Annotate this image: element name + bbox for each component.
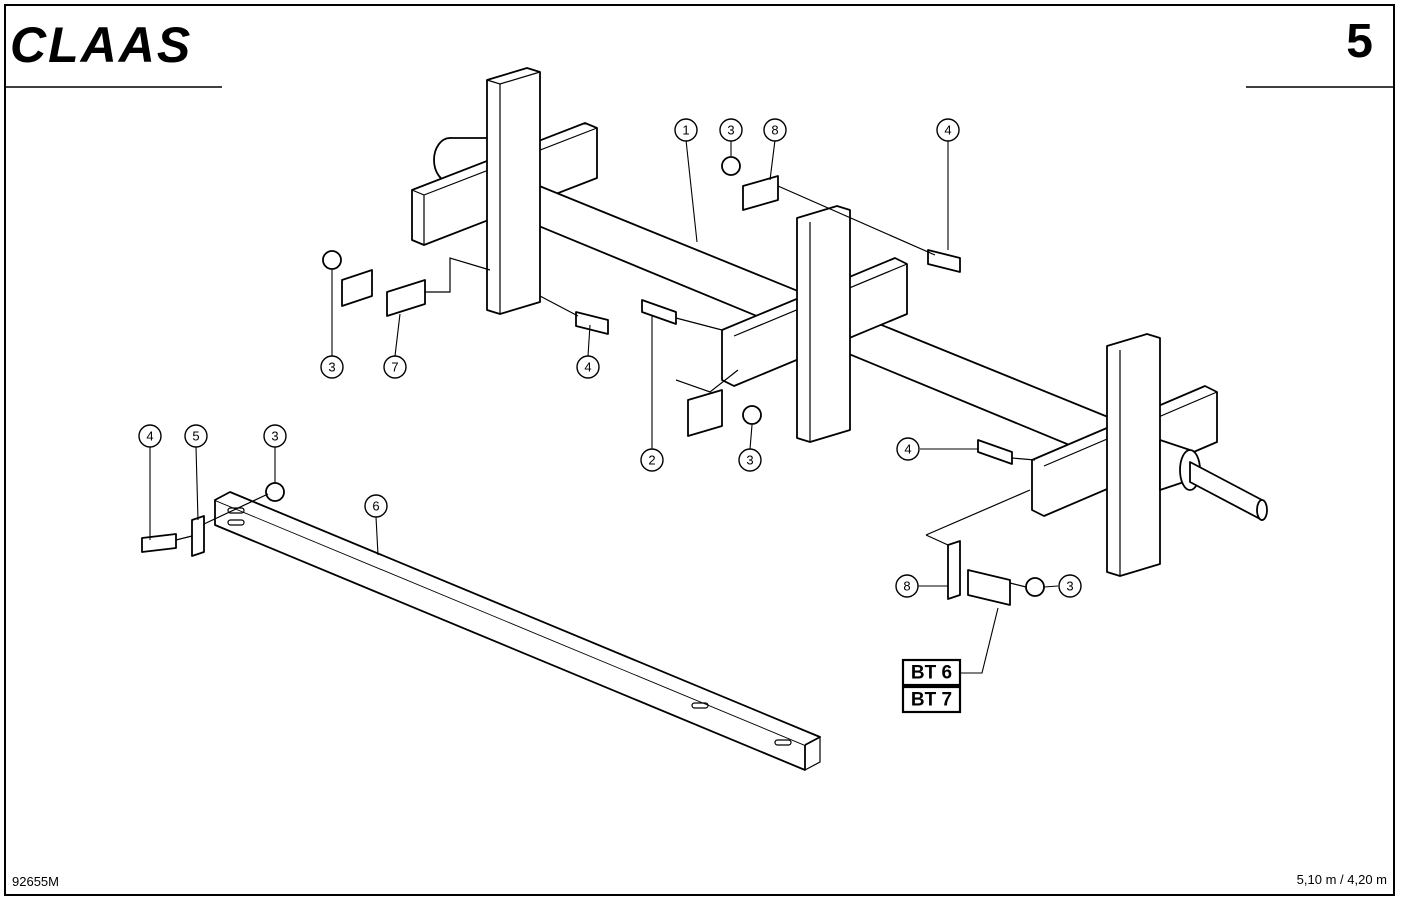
- svg-text:2: 2: [648, 453, 655, 468]
- bolt-2: [641, 299, 677, 325]
- assembly-guide-lines: [175, 185, 1036, 588]
- nut-3-left: [322, 250, 342, 270]
- bolt-4-right: [977, 439, 1013, 465]
- bolt-4-strip: [141, 533, 177, 553]
- nut-3-middle: [742, 405, 762, 425]
- splined-shaft-end: [1159, 439, 1268, 521]
- svg-text:4: 4: [146, 429, 153, 444]
- right-vertical-channel: [1106, 333, 1161, 577]
- bolt-4-top: [927, 249, 961, 273]
- nut-3-strip: [265, 482, 285, 502]
- svg-text:3: 3: [328, 360, 335, 375]
- svg-text:8: 8: [771, 123, 778, 138]
- callout-3-right: 3: [1058, 574, 1082, 598]
- long-flat-strip: [214, 491, 821, 771]
- svg-text:3: 3: [271, 429, 278, 444]
- callout-8-bottom: 8: [895, 574, 919, 598]
- reference-bt7[interactable]: BT 7: [901, 685, 962, 714]
- callout-3-middle: 3: [738, 448, 762, 472]
- svg-text:3: 3: [727, 123, 734, 138]
- plate-8-bottom: [947, 540, 961, 600]
- callout-4-right: 4: [896, 437, 920, 461]
- svg-text:4: 4: [944, 123, 951, 138]
- svg-text:1: 1: [682, 123, 689, 138]
- callout-8-top: 8: [763, 118, 787, 142]
- hardware-items: [141, 156, 1045, 606]
- callout-6: 6: [364, 494, 388, 518]
- page-number: 5: [1346, 15, 1373, 68]
- callout-3-top: 3: [719, 118, 743, 142]
- drawing-frame: [4, 4, 1395, 896]
- svg-text:3: 3: [746, 453, 753, 468]
- nut-3-top: [721, 156, 741, 176]
- claas-logo: CLAAS: [10, 20, 192, 70]
- callout-2: 2: [640, 448, 664, 472]
- svg-text:4: 4: [904, 442, 911, 457]
- nut-3-right: [1025, 577, 1045, 597]
- plate-8-top: [742, 175, 779, 211]
- drawing-code: 92655M: [12, 874, 59, 889]
- svg-text:BT 6: BT 6: [911, 663, 952, 684]
- callout-1: 1: [674, 118, 698, 142]
- plate-5: [191, 515, 205, 557]
- callout-4-left: 4: [576, 355, 600, 379]
- bushing-right: [967, 569, 1011, 606]
- callout-3-left: 3: [320, 355, 344, 379]
- callout-4-top: 4: [936, 118, 960, 142]
- svg-text:5: 5: [192, 429, 199, 444]
- bushing-middle: [687, 389, 723, 437]
- svg-text:BT 7: BT 7: [911, 690, 952, 711]
- callout-3-strip: 3: [263, 424, 287, 448]
- callout-4-strip: 4: [138, 424, 162, 448]
- svg-text:4: 4: [584, 360, 591, 375]
- callout-5: 5: [184, 424, 208, 448]
- reference-bt6[interactable]: BT 6: [901, 658, 962, 687]
- callout-7: 7: [383, 355, 407, 379]
- brand-wordmark: CLAAS: [10, 20, 192, 70]
- bushing-left: [341, 269, 373, 307]
- middle-vertical-channel: [796, 205, 851, 443]
- leader-lines: [149, 139, 1059, 674]
- plate-7: [386, 279, 426, 317]
- svg-text:6: 6: [372, 499, 379, 514]
- svg-text:8: 8: [903, 579, 910, 594]
- left-vertical-channel: [486, 67, 541, 315]
- bolt-4-left: [575, 311, 609, 335]
- working-width-note: 5,10 m / 4,20 m: [1296, 872, 1387, 887]
- svg-text:7: 7: [391, 360, 398, 375]
- svg-text:3: 3: [1066, 579, 1073, 594]
